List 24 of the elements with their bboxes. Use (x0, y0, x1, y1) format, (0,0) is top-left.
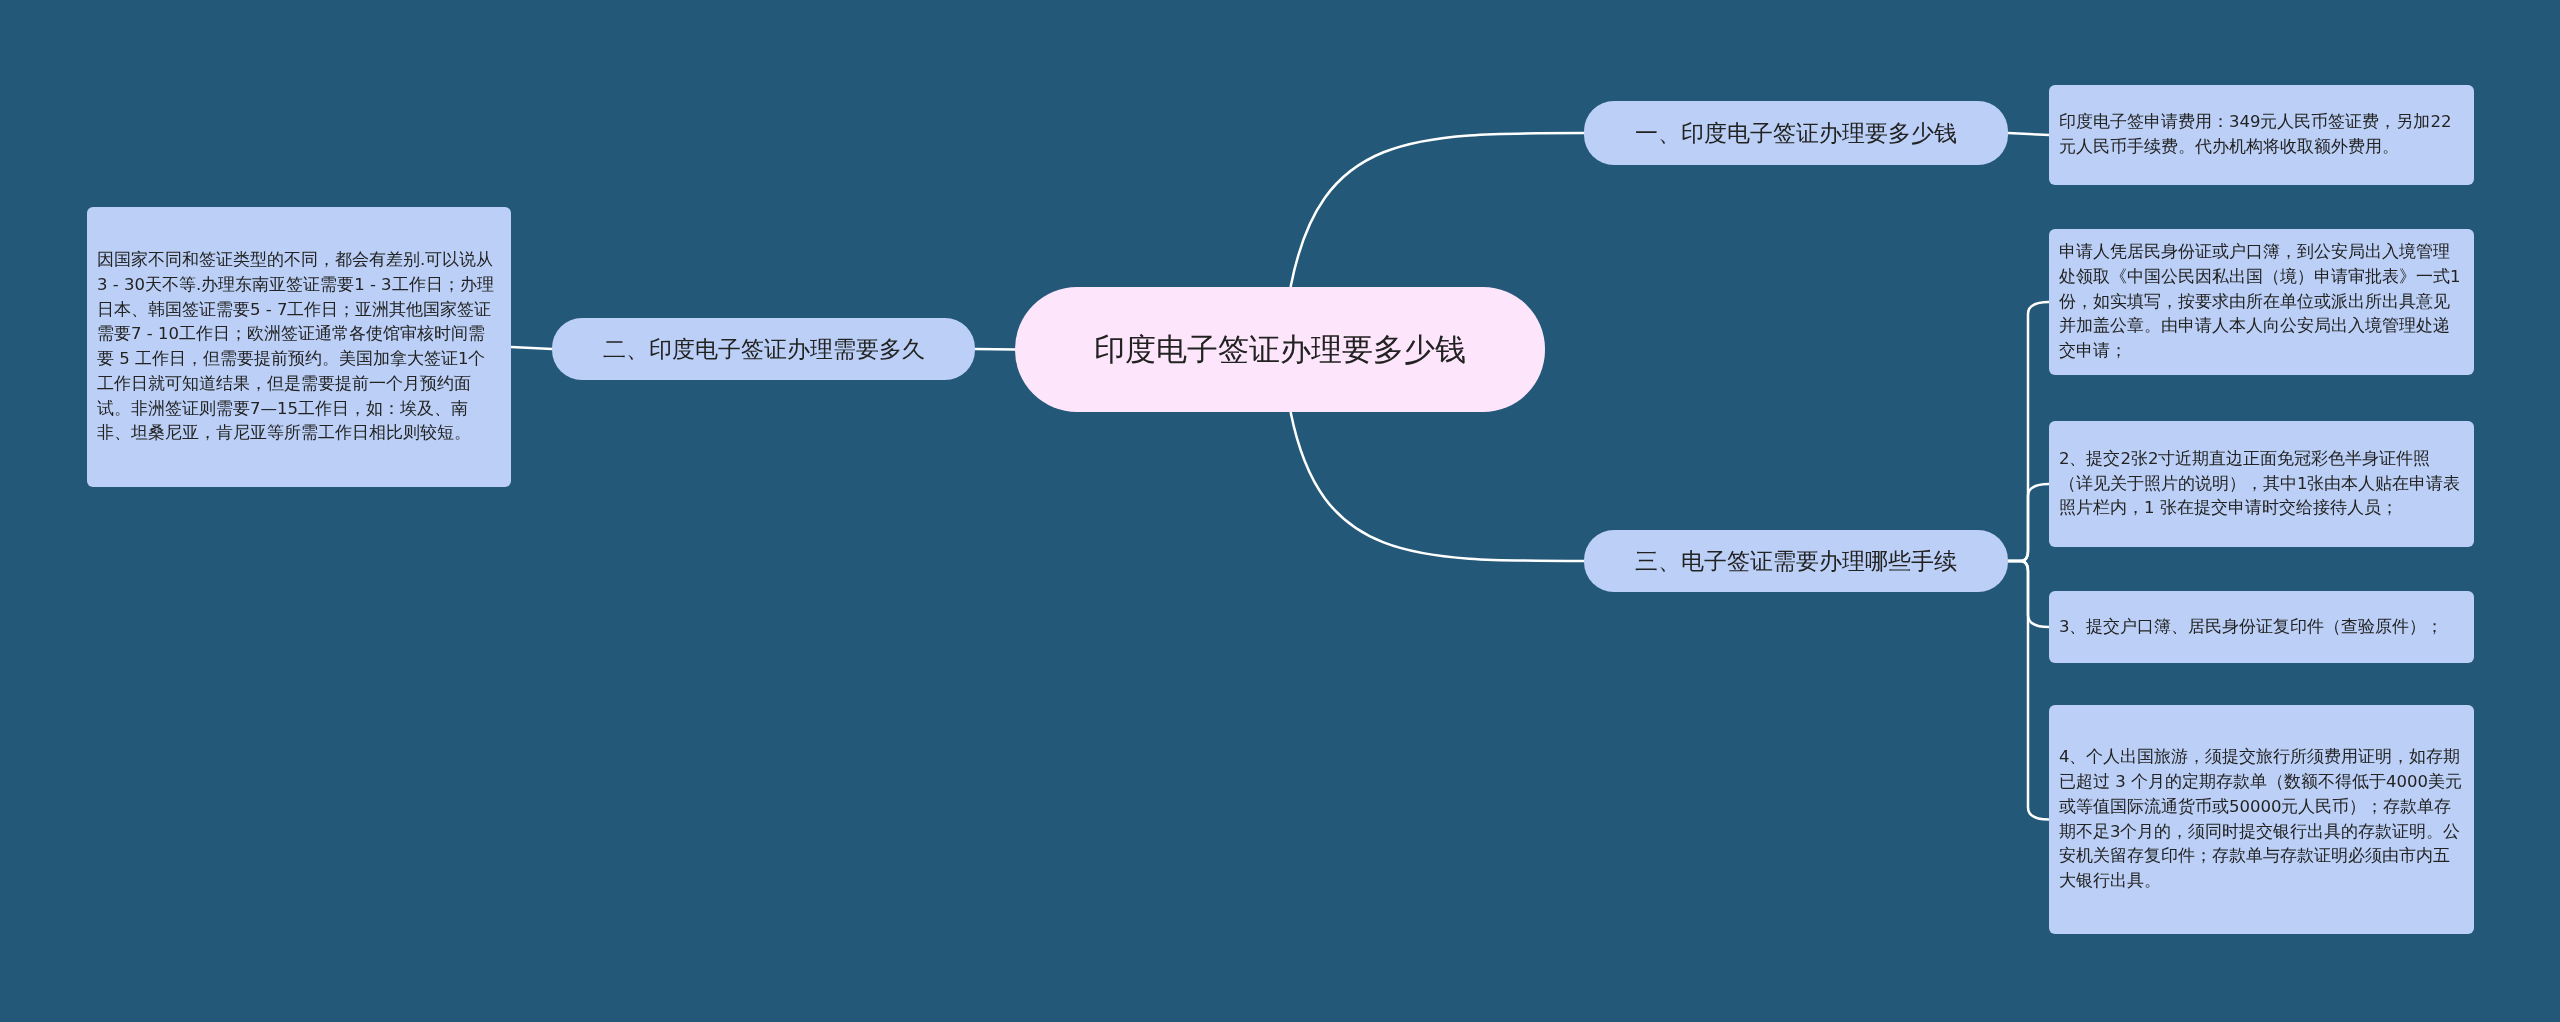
detail-card (2049, 591, 2474, 663)
detail-card (2049, 705, 2474, 934)
connector-line (510, 345, 553, 351)
detail-card (2049, 85, 2474, 185)
detail-card (87, 207, 511, 487)
topic-text: 三、电子签证需要办理哪些手续 (1635, 546, 1957, 576)
branch-topic (552, 318, 975, 380)
branch-topic (1584, 101, 2008, 165)
detail-card (2049, 229, 2474, 375)
connector-line (1289, 411, 1584, 563)
connector-line (2007, 131, 2050, 137)
topic-text: 一、印度电子签证办理要多少钱 (1635, 118, 1957, 148)
topic-text: 印度电子签申请费用：349元人民币签证费，另加22元人民币手续费。代办机构将收取额外费用。 (2059, 111, 2453, 158)
topic-text: 4、个人出国旅游，须提交旅行所须费用证明，如存期已超过 3 个月的定期存款单（数额不得低于4000美元或等值国际流通货币或50000元人民币）；存款单存期不足3个月的，须同时提交银行出具的存款证明。公安机关留存复印件；存款单与存款证明必须由市内五大银行出具。 (2059, 746, 2463, 892)
topic-text: 因国家不同和签证类型的不同，都会有差别.可以说从3 - 30天不等.办理东南亚签证需要1 - 3工作日；办理日本、韩国签证需要5 - 7工作日；亚洲其他国家签证需要7 - 10工作日；欧洲签证通常各使馆审核时间需要 5 工作日，但需要提前预约。美国加拿大签证1个工作日就可知道结果，但是需要提前一个月预约面试。非洲签证则需要7—15工作日，如：埃及、南非、坦桑尼亚，肯尼亚等所需工作日相比则较短。 (97, 249, 495, 445)
topic-text: 申请人凭居民身份证或户口簿，到公安局出入境管理处领取《中国公民因私出国（境）申请审批表》一式1份，如实填写，按要求由所在单位或派出所出具意见并加盖公章。由申请人本人向公安局出入境管理处递交申请； (2059, 241, 2462, 363)
branch-topic (1584, 530, 2008, 592)
topic-text: 2、提交2张2寸近期直边正面免冠彩色半身证件照（详见关于照片的说明），其中1张由本人贴在申请表照片栏内，1 张在提交申请时交给接待人员； (2059, 447, 2462, 520)
topic-text: 3、提交户口簿、居民身份证复印件（查验原件）； (2059, 615, 2444, 638)
topic-text: 二、印度电子签证办理需要多久 (602, 334, 925, 364)
topic-text: 印度电子签证办理要多少钱 (1094, 329, 1466, 369)
connector-line (975, 347, 1015, 351)
detail-card (2049, 421, 2474, 547)
connector-line (1289, 131, 1584, 288)
